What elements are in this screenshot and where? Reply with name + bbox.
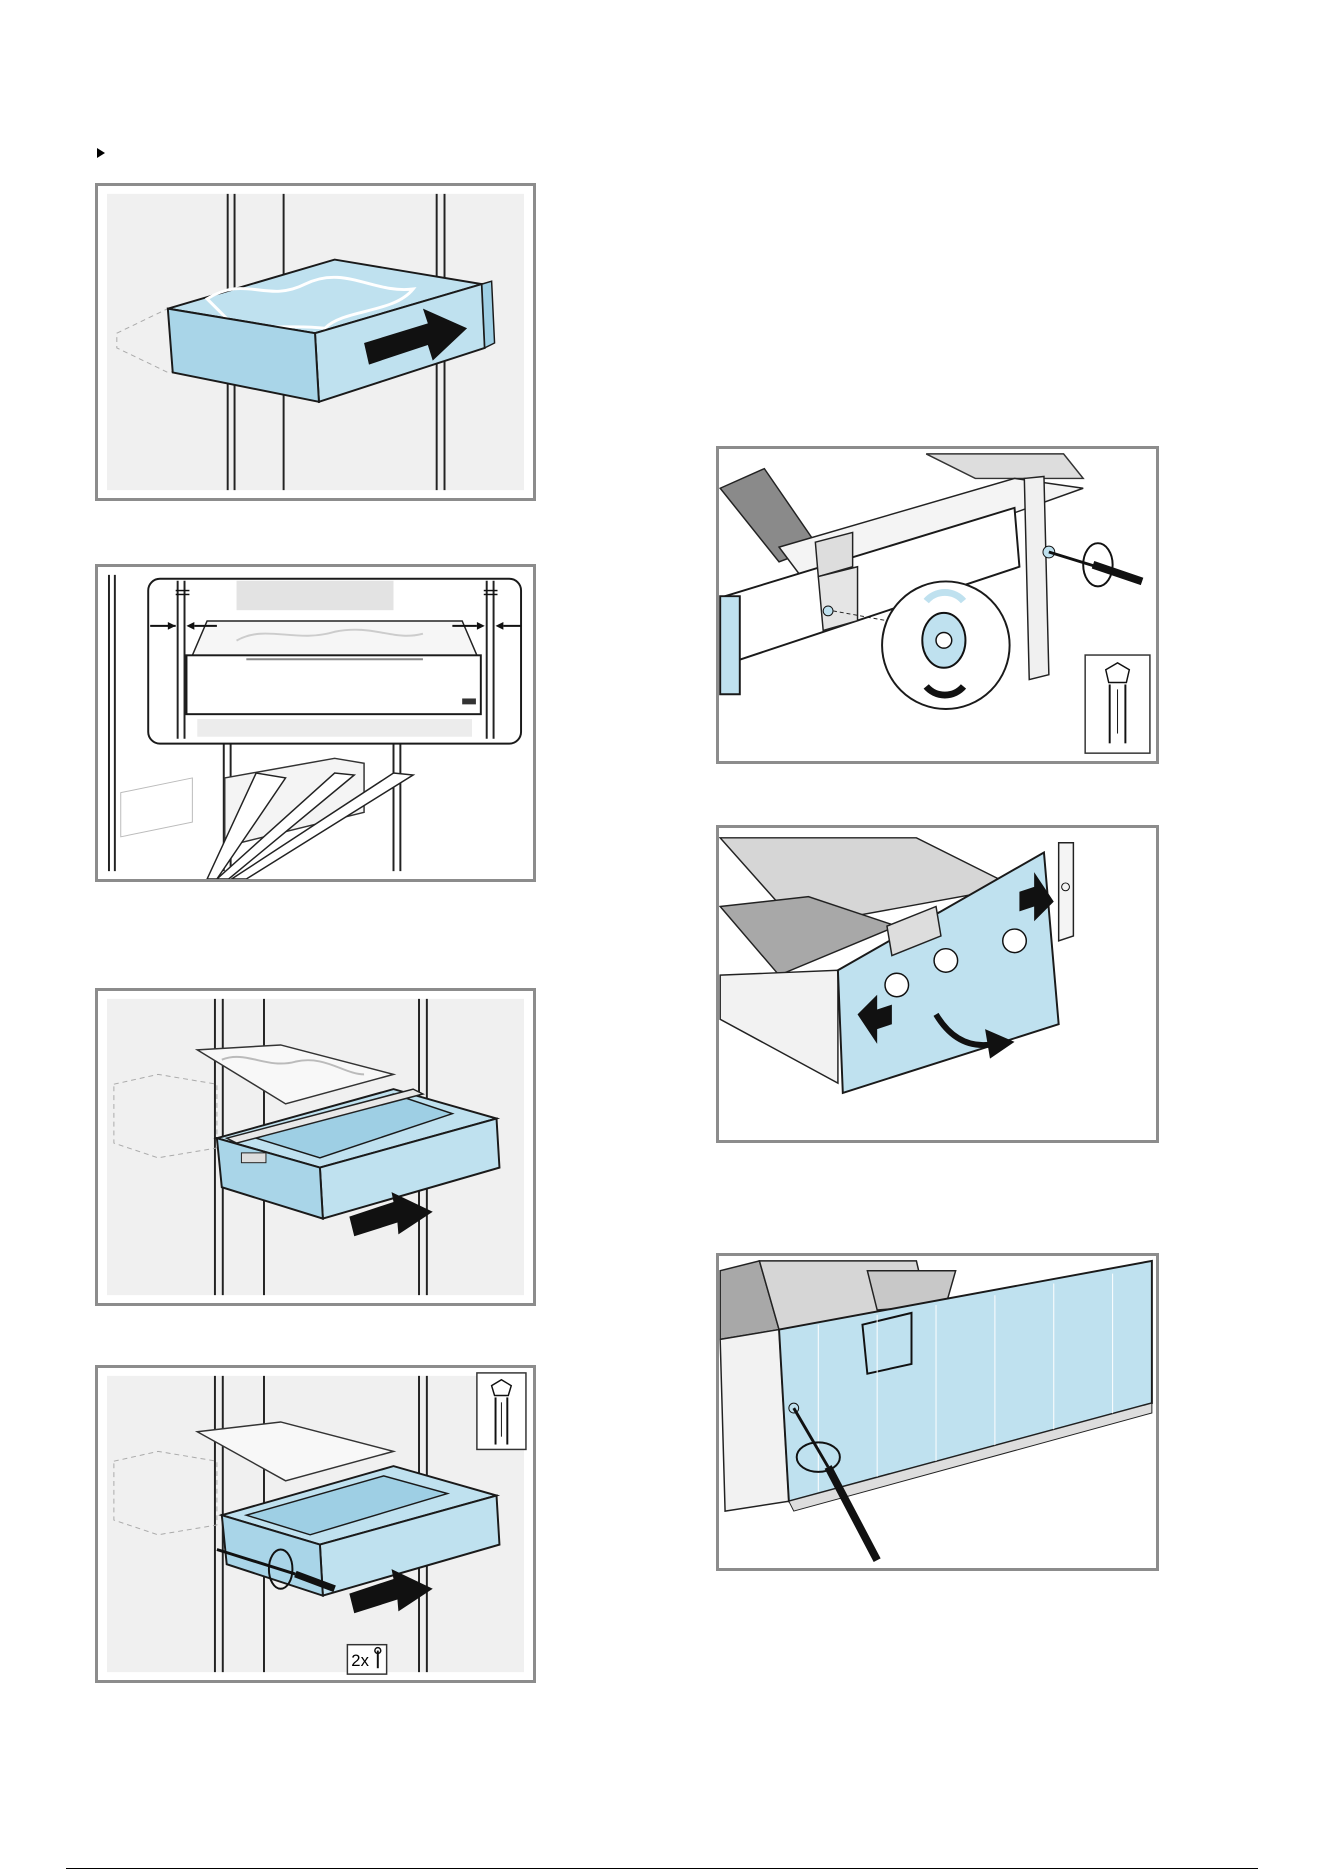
figure-eccentric-adjust [716, 446, 1159, 764]
screw-count-icon: 2x [347, 1645, 386, 1674]
detach-front-panel-illustration [719, 828, 1156, 1140]
figure-unscrew-pull-out: 2x [95, 1365, 536, 1683]
eccentric-adjust-illustration [719, 449, 1156, 761]
figure-gap-alignment [95, 564, 536, 882]
figure-detach-front-panel [716, 825, 1159, 1143]
torx-screwdriver-icon [477, 1373, 526, 1450]
fix-front-panel-illustration [719, 1256, 1156, 1568]
gap-alignment-illustration [98, 567, 533, 879]
figure-fix-front-panel [716, 1253, 1159, 1571]
unscrew-pull-out-illustration: 2x [98, 1368, 533, 1680]
figure-pull-out-drawer [95, 988, 536, 1306]
footer-rule [66, 1868, 1258, 1869]
figure-insert-drawer [95, 183, 536, 501]
step-bullet-icon [97, 148, 105, 158]
torx-screwdriver-icon [1085, 655, 1150, 753]
pull-out-drawer-illustration [98, 991, 533, 1303]
insert-drawer-illustration [98, 186, 533, 498]
screw-count-label: 2x [351, 1651, 369, 1670]
